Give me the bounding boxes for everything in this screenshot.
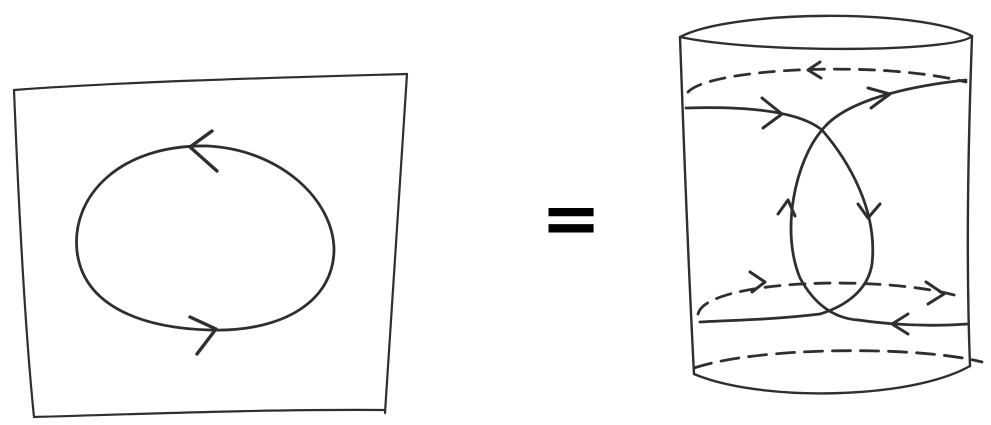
- lower-back-right-arrow-icon: [926, 282, 944, 304]
- lower-front-path: [858, 320, 968, 325]
- upper-back-dashed-path: [688, 69, 966, 92]
- cylinder-top-rim: [680, 16, 972, 49]
- cylinder-bottom-front: [694, 366, 970, 393]
- loop-arrow-bottom-icon: [190, 317, 216, 354]
- cylinder: [680, 16, 982, 394]
- loop-arrow-top-icon: [190, 131, 217, 171]
- equals-symbol: =: [538, 178, 604, 258]
- central-loop-left: [791, 130, 858, 320]
- cylinder-bottom-back-dashed: [694, 351, 982, 368]
- square-panel: [14, 74, 407, 417]
- central-loop-down-arrow-icon: [858, 204, 880, 218]
- central-loop-right: [700, 130, 873, 322]
- cylinder-right-side: [968, 36, 972, 366]
- upper-front-right-path: [822, 80, 966, 130]
- closed-loop: [77, 146, 334, 330]
- upper-front-left-path: [686, 108, 822, 130]
